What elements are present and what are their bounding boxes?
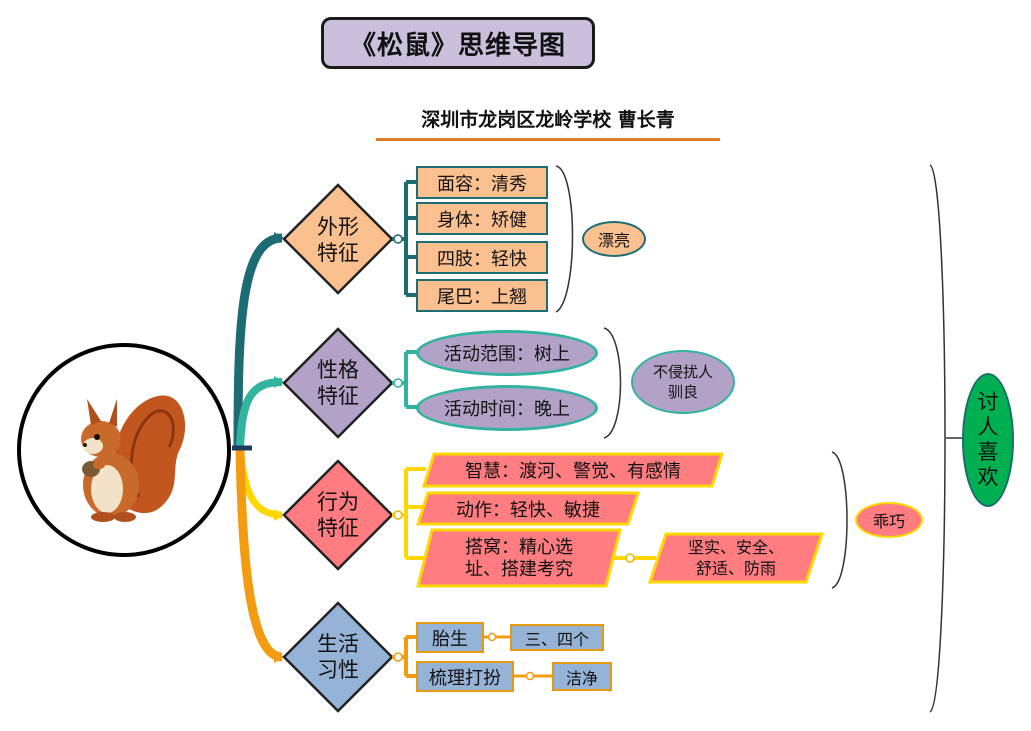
collapse-dot [393, 234, 403, 244]
habit-detail: 洁净 [552, 662, 612, 691]
diamond-habits [282, 601, 394, 713]
conclusion: 讨 人 喜 欢 [962, 373, 1014, 507]
squirrel-icon [81, 395, 186, 522]
diamond-behavior [282, 459, 394, 571]
para-nest-detail [647, 532, 825, 584]
personality-bracket [603, 327, 622, 439]
collapse-dot [393, 378, 403, 388]
branch-appearance: 外形特征 [317, 215, 359, 265]
collapse-dot [487, 632, 497, 642]
para-motion [415, 491, 641, 526]
personality-item: 活动范围：树上 [416, 330, 598, 376]
appearance-item: 身体：矫健 [416, 202, 548, 235]
nest-detail: 坚实、安全、舒适、防雨 [687, 538, 784, 578]
collapse-dot [393, 652, 403, 662]
branch-to-appearance [233, 233, 283, 449]
personality-summary: 不侵扰人驯良 [631, 350, 735, 414]
personality-item: 活动时间：晚上 [416, 385, 598, 431]
collapse-dot [525, 671, 535, 681]
branch-personality: 性格特征 [317, 358, 359, 408]
habit-item: 胎生 [416, 622, 484, 653]
para-wisdom [421, 452, 725, 488]
branch-behavior: 行为特征 [317, 490, 359, 540]
collapse-dot [393, 510, 403, 520]
arrow-appearance [274, 232, 284, 244]
branch-to-behavior [236, 447, 283, 519]
para-nest [416, 528, 622, 588]
conclusion-bracket [929, 164, 946, 713]
branch-to-personality [236, 378, 283, 449]
appearance-bracket [555, 165, 574, 313]
appearance-summary: 漂亮 [582, 221, 646, 257]
habit-detail: 三、四个 [510, 624, 604, 651]
diamond-personality [282, 327, 394, 439]
arrow-habits [274, 651, 284, 663]
behavior-item-nest: 搭窝：精心选址、搭建考究 [465, 537, 573, 580]
habit-item: 梳理打扮 [416, 661, 514, 692]
appearance-item: 面容：清秀 [416, 166, 548, 199]
author-line: 深圳市龙岗区龙岭学校 曹长青 [376, 98, 720, 141]
diamond-appearance [282, 183, 394, 295]
branch-habits: 生活习性 [317, 632, 359, 682]
behavior-item: 动作：轻快、敏捷 [456, 499, 600, 521]
arrow-behavior [274, 509, 284, 521]
branch-to-habits [235, 447, 283, 662]
arrow-personality [274, 376, 284, 388]
page-title: 《松鼠》思维导图 [321, 17, 595, 69]
behavior-item: 智慧：渡河、警觉、有感情 [465, 461, 681, 482]
central-topic [17, 343, 231, 557]
behavior-bracket [831, 451, 848, 589]
behavior-summary: 乖巧 [855, 502, 923, 538]
appearance-item: 四肢：轻快 [416, 241, 548, 274]
collapse-dot [625, 553, 635, 563]
appearance-item: 尾巴：上翘 [416, 279, 548, 312]
